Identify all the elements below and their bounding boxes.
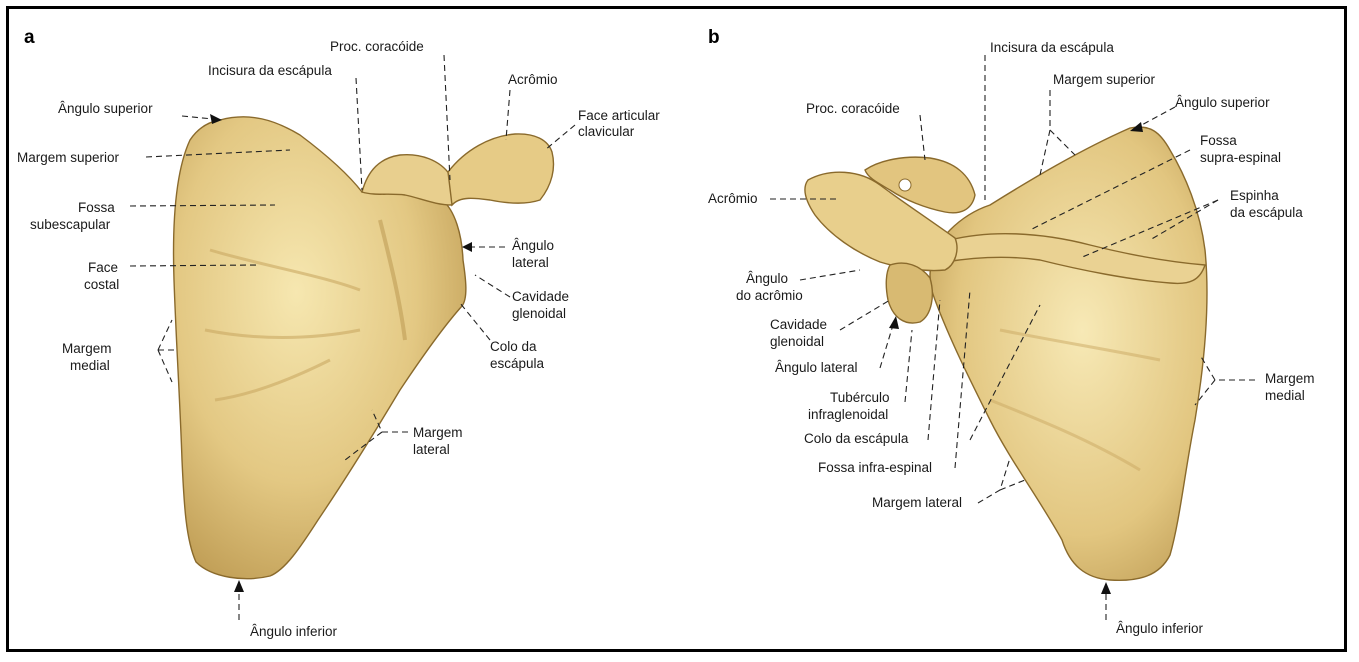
panel-a-labels: Proc. coracóide Incisura da escápula Acr… xyxy=(17,39,660,639)
label-fossa-supra-b-2: supra-espinal xyxy=(1200,150,1281,165)
label-face-articular-a-2: clavicular xyxy=(578,124,635,139)
panel-b-leader-lines xyxy=(770,55,1255,620)
label-angulo-inferior-a: Ângulo inferior xyxy=(250,624,338,639)
label-angulo-acromio-b-1: Ângulo xyxy=(746,271,788,286)
label-face-costal-a-2: costal xyxy=(84,277,119,292)
label-incisura-a: Incisura da escápula xyxy=(208,63,332,78)
scapula-anterior-view xyxy=(172,116,555,580)
label-margem-lateral-b: Margem lateral xyxy=(872,495,962,510)
label-margem-lateral-a-2: lateral xyxy=(413,442,450,457)
label-angulo-lateral-a-2: lateral xyxy=(512,255,549,270)
label-margem-superior-b: Margem superior xyxy=(1053,72,1156,87)
label-margem-medial-a-1: Margem xyxy=(62,341,112,356)
label-margem-medial-b-2: medial xyxy=(1265,388,1305,403)
label-proc-coracoide-a: Proc. coracóide xyxy=(330,39,424,54)
label-margem-superior-a: Margem superior xyxy=(17,150,120,165)
label-margem-lateral-a-1: Margem xyxy=(413,425,463,440)
label-fossa-subescapular-a-2: subescapular xyxy=(30,217,111,232)
label-margem-medial-a-2: medial xyxy=(70,358,110,373)
label-angulo-superior-b: Ângulo superior xyxy=(1175,95,1270,110)
label-espinha-b-1: Espinha xyxy=(1230,188,1279,203)
label-colo-a-1: Colo da xyxy=(490,339,537,354)
label-acromio-b: Acrômio xyxy=(708,191,758,206)
panel-b-labels: Incisura da escápula Margem superior Pro… xyxy=(708,40,1315,636)
label-tuberculo-b-1: Tubérculo xyxy=(830,390,890,405)
panel-b-letter: b xyxy=(708,27,720,48)
panel-a-letter: a xyxy=(24,27,35,48)
label-angulo-acromio-b-2: do acrômio xyxy=(736,288,803,303)
label-fossa-infra-b: Fossa infra-espinal xyxy=(818,460,932,475)
label-colo-a-2: escápula xyxy=(490,356,545,371)
label-face-articular-a-1: Face articular xyxy=(578,108,660,123)
label-angulo-inferior-b: Ângulo inferior xyxy=(1116,621,1204,636)
label-fossa-subescapular-a-1: Fossa xyxy=(78,200,115,215)
label-cavidade-b-1: Cavidade xyxy=(770,317,827,332)
label-espinha-b-2: da escápula xyxy=(1230,205,1303,220)
label-angulo-lateral-a-1: Ângulo xyxy=(512,238,554,253)
label-angulo-superior-a: Ângulo superior xyxy=(58,101,153,116)
label-fossa-supra-b-1: Fossa xyxy=(1200,133,1237,148)
label-colo-b: Colo da escápula xyxy=(804,431,909,446)
label-cavidade-a-1: Cavidade xyxy=(512,289,569,304)
figure-border xyxy=(6,6,1347,652)
label-tuberculo-b-2: infraglenoidal xyxy=(808,407,888,422)
label-proc-coracoide-b: Proc. coracóide xyxy=(806,101,900,116)
label-incisura-b: Incisura da escápula xyxy=(990,40,1114,55)
label-cavidade-a-2: glenoidal xyxy=(512,306,566,321)
label-face-costal-a-1: Face xyxy=(88,260,118,275)
panel-a-leader-lines xyxy=(129,54,576,620)
label-acromio-a: Acrômio xyxy=(508,72,558,87)
scapula-posterior-view xyxy=(804,126,1208,582)
label-cavidade-b-2: glenoidal xyxy=(770,334,824,349)
label-margem-medial-b-1: Margem xyxy=(1265,371,1315,386)
label-angulo-lateral-b: Ângulo lateral xyxy=(775,360,858,375)
